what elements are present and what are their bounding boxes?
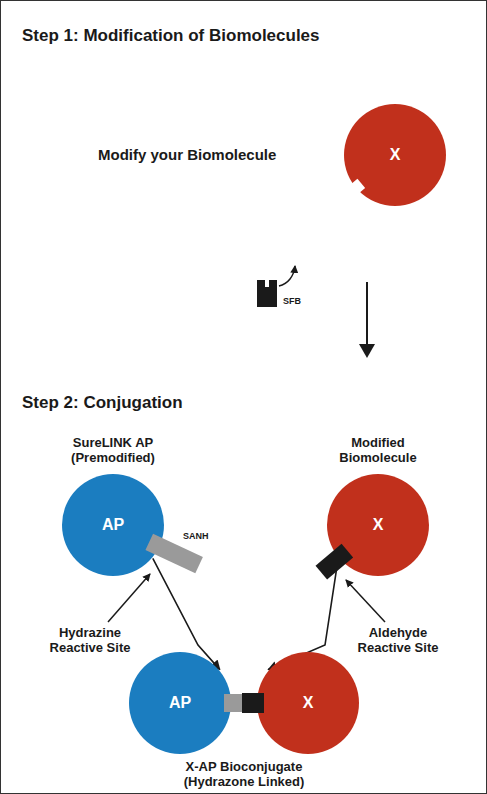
leader-arrow: [108, 574, 150, 622]
text-label: Step 1: Modification of Biomolecules: [22, 26, 320, 46]
node-heading: Modified Biomolecule: [318, 435, 438, 465]
molecule-circle: SureLINK AP (Premodified)AP: [61, 473, 165, 577]
notch: [347, 179, 365, 197]
circle-fill: [344, 104, 446, 206]
aldehyde-linker-body: [316, 544, 354, 580]
molecule-circle: X: [343, 103, 447, 207]
text-label: SFB: [283, 296, 301, 306]
molecule-circle: AP: [128, 651, 232, 755]
text-label: Hydrazine Reactive Site: [40, 626, 140, 656]
circle-fill: [62, 474, 164, 576]
notch-body: [347, 179, 365, 197]
circle-fill: [257, 652, 359, 754]
node-letter: AP: [169, 695, 191, 711]
text-label: Modify your Biomolecule: [98, 146, 276, 163]
node-letter: X: [390, 147, 401, 163]
node-heading: SureLINK AP (Premodified): [48, 435, 178, 465]
text-label: SANH: [183, 531, 209, 541]
circle-fill: [129, 652, 231, 754]
release-arrow: [279, 266, 295, 286]
step-arrow-head: [359, 344, 375, 358]
sfb-linker-symbol: [257, 280, 277, 307]
node-letter: AP: [102, 517, 124, 533]
text-label: X-AP Bioconjugate (Hydrazone Linked): [159, 760, 329, 790]
leader-arrow: [346, 580, 385, 622]
aldehyde-linker: [316, 544, 354, 580]
node-letter: X: [303, 695, 314, 711]
molecule-circle: X: [256, 651, 360, 755]
step-arrow-shaft: [366, 282, 368, 348]
hydrazone-link-body: [242, 693, 264, 713]
molecule-circle: Modified BiomoleculeX: [326, 473, 430, 577]
text-label: Step 2: Conjugation: [22, 393, 183, 413]
node-letter: X: [373, 517, 384, 533]
text-label: Aldehyde Reactive Site: [348, 626, 448, 656]
hydrazone-link: [242, 693, 264, 713]
